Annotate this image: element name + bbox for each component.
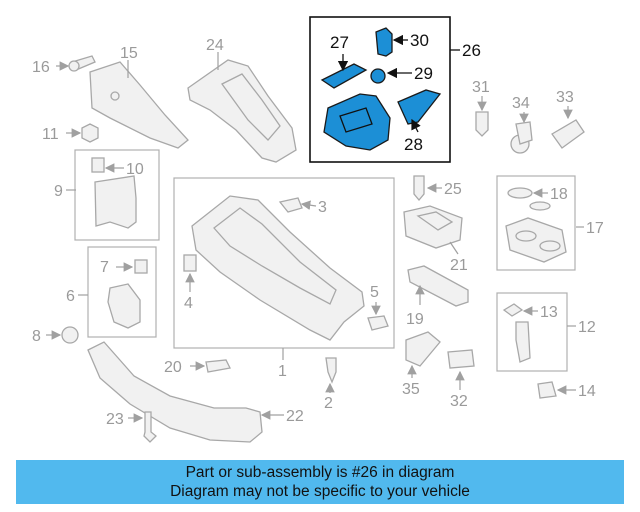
part-23-bolt [143,411,157,443]
part-3-clip [278,197,303,213]
callout-30[interactable]: 30 [410,31,429,50]
part-2-bolt [325,357,337,384]
leader-3 [300,200,317,210]
part-22-duct [87,341,263,443]
part-28-trim[interactable] [397,89,442,125]
part-15-side-panel [89,61,189,149]
part-24-opening [221,73,281,141]
callout-10: 10 [126,161,144,178]
callout-15: 15 [120,45,138,62]
part-21-tray-inner [416,211,454,231]
group-box-12-13 [496,292,568,372]
callout-26[interactable]: 26 [462,41,481,60]
part-27-lid[interactable] [320,63,368,89]
part-11-nut [81,123,99,143]
callout-25: 25 [444,181,462,198]
part-26-armrest-body[interactable] [323,93,391,151]
callout-13: 13 [540,304,558,321]
callout-18: 18 [550,186,568,203]
callout-7: 7 [100,259,109,276]
part-20-pad [205,359,231,373]
part-4-clip [183,254,197,272]
callout-6: 6 [66,288,75,305]
callout-31: 31 [472,79,490,96]
part-12-bracket [515,321,531,363]
part-7-clip [134,259,148,274]
part-1-console-detail [213,207,337,305]
callout-2: 2 [324,395,333,412]
callout-28[interactable]: 28 [404,135,423,154]
callout-4: 4 [184,295,193,312]
part-6-bracket [107,283,141,329]
part-35-pocket [405,331,441,367]
callout-32: 32 [450,393,468,410]
callout-1: 1 [278,363,287,380]
callout-9: 9 [54,183,63,200]
part-30-fastener[interactable] [375,27,393,57]
part-13-clip [502,303,524,317]
callout-24: 24 [206,37,224,54]
callout-33: 33 [556,89,574,106]
part-25-bolt [413,175,425,202]
leader-21 [449,241,459,255]
group-box-9-10 [74,149,160,241]
callout-27[interactable]: 27 [330,33,349,52]
callout-35: 35 [402,381,420,398]
part-29-switch[interactable] [370,68,386,84]
part-18-ring [507,187,533,199]
part-1-console-body [191,195,365,341]
callout-22: 22 [286,408,304,425]
callout-21: 21 [450,257,468,274]
part-10-clip [91,157,105,173]
callout-11: 11 [42,126,59,143]
part-14-nut [537,381,557,399]
callout-8: 8 [32,328,41,345]
banner-line-2: Diagram may not be specific to your vehi… [170,483,470,500]
part-17-cup-a [515,230,537,242]
info-banner: Part or sub-assembly is #26 in diagram D… [16,460,624,504]
part-15-hole [110,91,120,101]
callout-12: 12 [578,319,596,336]
part-32-pocket [447,349,475,369]
part-17-cupholder [505,217,567,263]
part-9-bracket [94,175,137,229]
group-box-26-highlighted [309,16,451,163]
banner-line-1: Part or sub-assembly is #26 in diagram [185,464,455,481]
part-19-mat [407,265,469,307]
part-18-ring-2 [529,201,551,211]
callout-14: 14 [578,383,596,400]
callout-29[interactable]: 29 [414,64,433,83]
callout-23: 23 [106,411,124,428]
part-26-body-detail [339,107,373,133]
group-box-17-18 [496,175,576,271]
part-33-lighter [551,119,585,149]
callout-19: 19 [406,311,424,328]
leader-28[interactable] [411,118,421,133]
part-16-screw-head [68,60,80,72]
callout-5: 5 [370,284,379,301]
part-5-clip [367,315,389,331]
callout-3: 3 [318,199,327,216]
group-box-6-7 [87,246,157,338]
part-31-fastener [475,111,489,137]
part-17-cup-b [539,240,561,252]
part-8-plug [61,326,79,344]
group-box-1 [173,177,395,349]
callout-34: 34 [512,95,530,112]
callout-17: 17 [586,220,604,237]
callout-16: 16 [32,59,50,76]
callout-20: 20 [164,359,182,376]
